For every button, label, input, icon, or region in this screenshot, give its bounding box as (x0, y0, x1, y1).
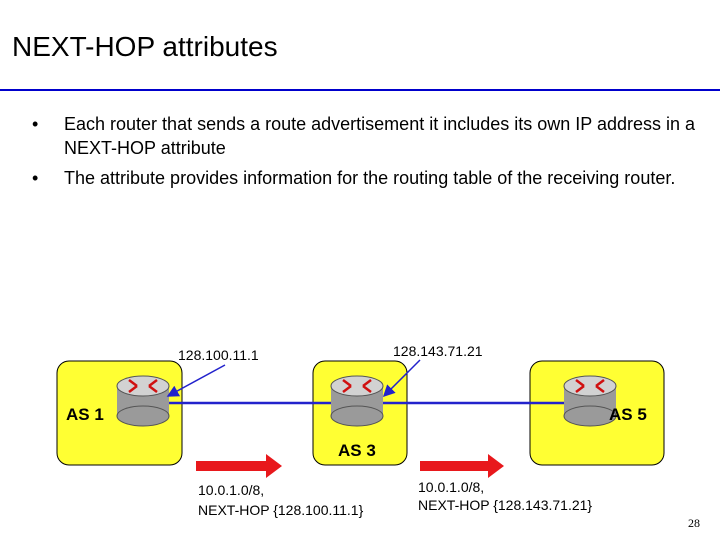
route-label-2: 10.0.1.0/8, NEXT-HOP {128.143.71.21} (418, 479, 592, 513)
title-divider (0, 89, 720, 91)
ip-label-as1: 128.100.11.1 (178, 347, 259, 363)
router-icon (563, 375, 617, 427)
route-prefix: 10.0.1.0/8, (418, 479, 484, 495)
as1-label: AS 1 (66, 405, 104, 424)
as5-label: AS 5 (609, 405, 647, 424)
route-nexthop: NEXT-HOP {128.143.71.21} (418, 497, 592, 513)
advertisement-arrow (196, 454, 282, 478)
ip-label-as3: 128.143.71.21 (393, 343, 483, 359)
router-icon (330, 375, 384, 427)
route-prefix: 10.0.1.0/8, (198, 482, 264, 498)
route-nexthop: NEXT-HOP {128.100.11.1} (198, 502, 364, 518)
bullet-text: The attribute provides information for t… (64, 168, 676, 188)
slide-title: NEXT-HOP attributes (12, 31, 278, 62)
bullet-item: •Each router that sends a route advertis… (32, 114, 696, 158)
as3-label: AS 3 (338, 441, 376, 460)
router-icon (116, 375, 170, 427)
bullet-text: Each router that sends a route advertise… (64, 114, 696, 158)
bullet-item: •The attribute provides information for … (32, 168, 676, 188)
pointer-arrow (382, 359, 421, 398)
page-number: 28 (688, 516, 700, 530)
pointer-arrow (166, 364, 226, 397)
advertisement-arrow (420, 454, 504, 478)
route-label-1: 10.0.1.0/8, NEXT-HOP {128.100.11.1} (198, 482, 364, 518)
bullet-list: •Each router that sends a route advertis… (32, 112, 702, 196)
